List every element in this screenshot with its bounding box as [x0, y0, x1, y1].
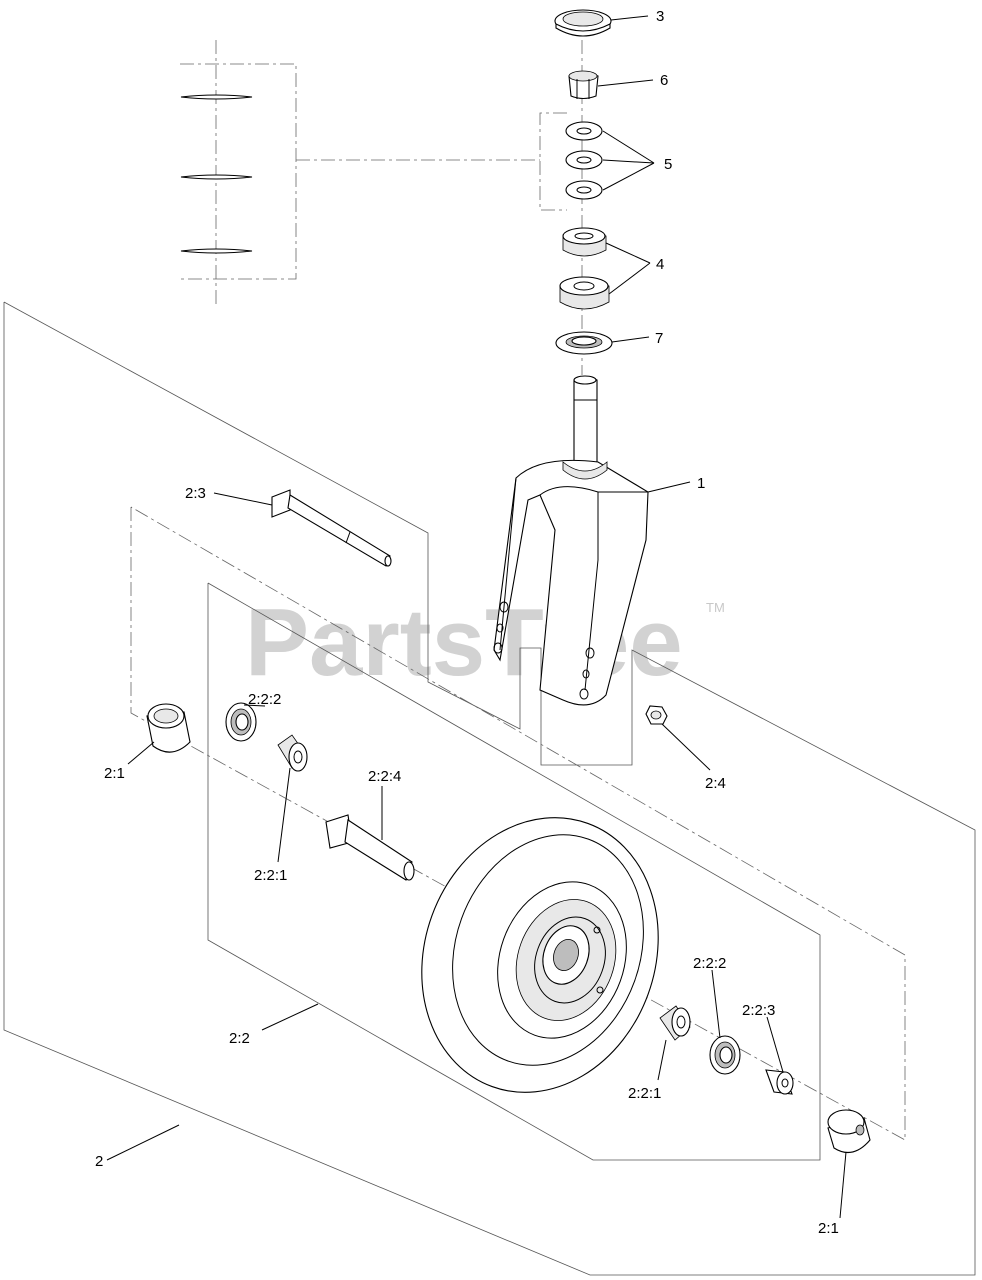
callout-2-2-4: 2:2:4 [368, 768, 401, 785]
callout-6: 6 [660, 72, 668, 89]
assembly-2-2-outline [207, 582, 821, 1161]
callout-5: 5 [664, 156, 672, 173]
callout-2-2-1-left: 2:2:1 [254, 867, 287, 884]
fork-part-1 [493, 375, 649, 706]
inset-washer [180, 94, 253, 254]
bearings-part-4 [559, 227, 610, 310]
spacer-part-2-1-right [827, 1109, 871, 1154]
callout-7: 7 [655, 330, 663, 347]
bolt-part-2-3 [271, 489, 392, 567]
axle-centerline [130, 506, 906, 1141]
callout-2-2-1-right: 2:2:1 [628, 1085, 661, 1102]
washer-detail-inset [180, 40, 567, 305]
watermark-tm: TM [706, 600, 725, 615]
seal-part-2-2-2-right [709, 1035, 741, 1075]
bushing-part-2-2-3 [765, 1069, 794, 1095]
callout-labels: 3 6 5 4 7 1 2:3 2:2:2 2:1 2:2:1 2:2:4 2:… [95, 8, 839, 1237]
seal-part-7 [555, 331, 613, 355]
callout-2-1-right: 2:1 [818, 1220, 839, 1237]
callout-4: 4 [656, 256, 664, 273]
callout-3: 3 [656, 8, 664, 25]
nut-part-6 [568, 70, 599, 100]
callout-2-2-3: 2:2:3 [742, 1002, 775, 1019]
bearing-part-2-2-1-right [659, 1005, 691, 1041]
callout-2-2: 2:2 [229, 1030, 250, 1047]
callout-2: 2 [95, 1153, 103, 1170]
callout-1: 1 [697, 475, 705, 492]
seal-part-2-2-2-left [225, 702, 257, 742]
washers-part-5 [565, 121, 603, 200]
callout-2-2-2-right: 2:2:2 [693, 955, 726, 972]
cap-part-3 [554, 9, 612, 37]
bearing-part-2-2-1-left [277, 734, 308, 772]
callout-2-3: 2:3 [185, 485, 206, 502]
assembly-2-outline [3, 301, 976, 1276]
callout-2-1-left: 2:1 [104, 765, 125, 782]
wheel-assembly-2-2 [421, 817, 659, 1093]
nut-part-2-4 [645, 705, 668, 725]
callout-2-2-2-left: 2:2:2 [248, 691, 281, 708]
spacer-part-2-1-left [146, 703, 191, 753]
callout-2-4: 2:4 [705, 775, 726, 792]
tube-part-2-2-4 [325, 814, 415, 881]
leader-lines [106, 15, 847, 1219]
